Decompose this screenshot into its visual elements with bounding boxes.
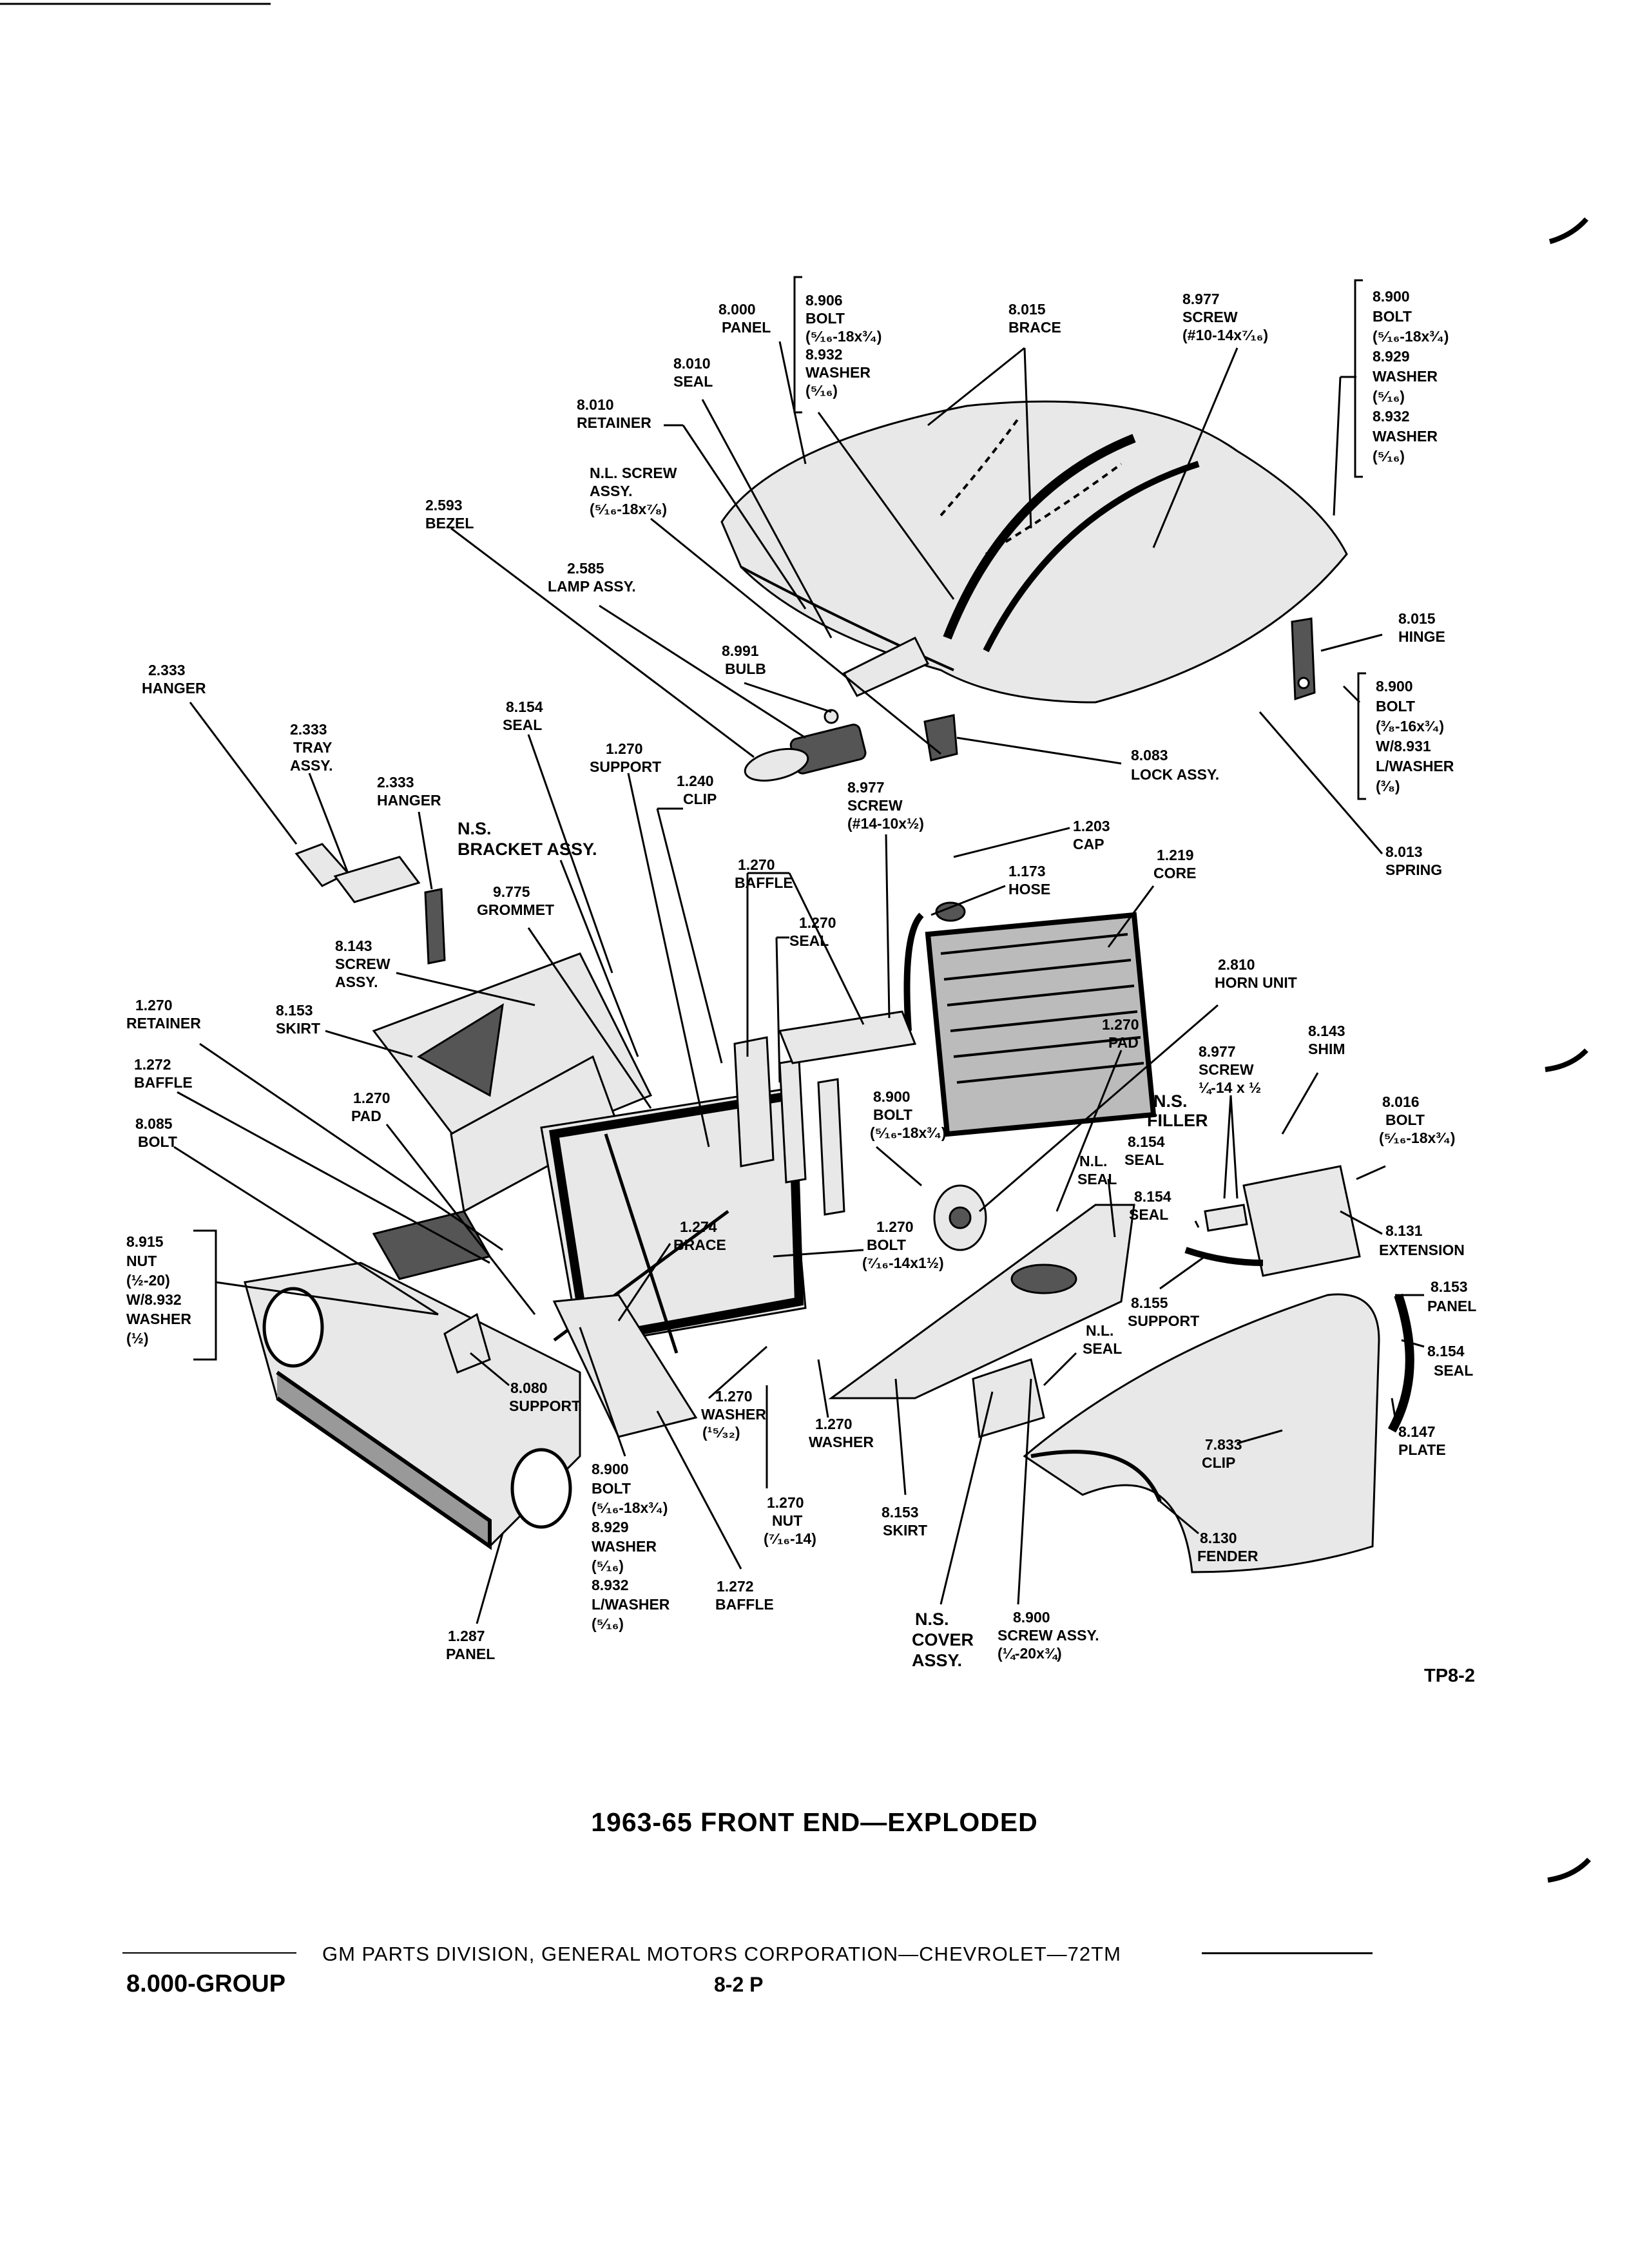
callout-ns-bracket-assy: N.S.BRACKET ASSY. bbox=[458, 819, 597, 859]
binder-mark-top bbox=[1548, 217, 1589, 244]
figure-code: TP8-2 bbox=[1424, 1666, 1475, 1686]
hanger-tray bbox=[294, 843, 446, 965]
radiator-core bbox=[903, 901, 1157, 1137]
footer-rule-right bbox=[1202, 1952, 1373, 1954]
cover-assembly bbox=[972, 1358, 1045, 1438]
footer-rule-left bbox=[122, 1952, 296, 1954]
filler-bracket bbox=[1204, 1204, 1248, 1232]
horn-unit bbox=[933, 1184, 987, 1251]
binder-mark-mid bbox=[1545, 1048, 1588, 1072]
hood-panel bbox=[720, 400, 1348, 704]
footer-publisher: GM PARTS DIVISION, GENERAL MOTORS CORPOR… bbox=[322, 1943, 1121, 1965]
fender-extension bbox=[1242, 1165, 1361, 1277]
callout-nl-seal: N.L.SEAL bbox=[1077, 1153, 1117, 1187]
hood-retainer bbox=[842, 636, 930, 697]
baffles-and-seals bbox=[733, 1010, 917, 1216]
footer-group: 8.000-GROUP bbox=[126, 1970, 286, 1997]
binder-mark-bottom bbox=[1547, 1858, 1591, 1883]
fender-skirt bbox=[828, 1204, 1135, 1399]
leader-lines bbox=[173, 276, 1425, 1624]
callout-nl-seal-lower: N.L.SEAL bbox=[1083, 1322, 1122, 1357]
diagram-title: 1963-65 FRONT END—EXPLODED bbox=[591, 1807, 1038, 1837]
hood-hinge bbox=[1291, 617, 1316, 701]
fender-support bbox=[1184, 1247, 1264, 1266]
hood-lock-assembly bbox=[923, 714, 958, 762]
front-panel-grille bbox=[244, 1262, 581, 1550]
baffle-lower bbox=[552, 1294, 698, 1438]
lamp-assembly bbox=[744, 709, 867, 782]
fender-seal-strip bbox=[1387, 1293, 1414, 1433]
front-fender bbox=[1023, 1293, 1380, 1573]
callout-ns-filler: N.S.FILLER bbox=[1147, 1091, 1208, 1130]
footer-page: 8-2 P bbox=[714, 1973, 764, 1996]
